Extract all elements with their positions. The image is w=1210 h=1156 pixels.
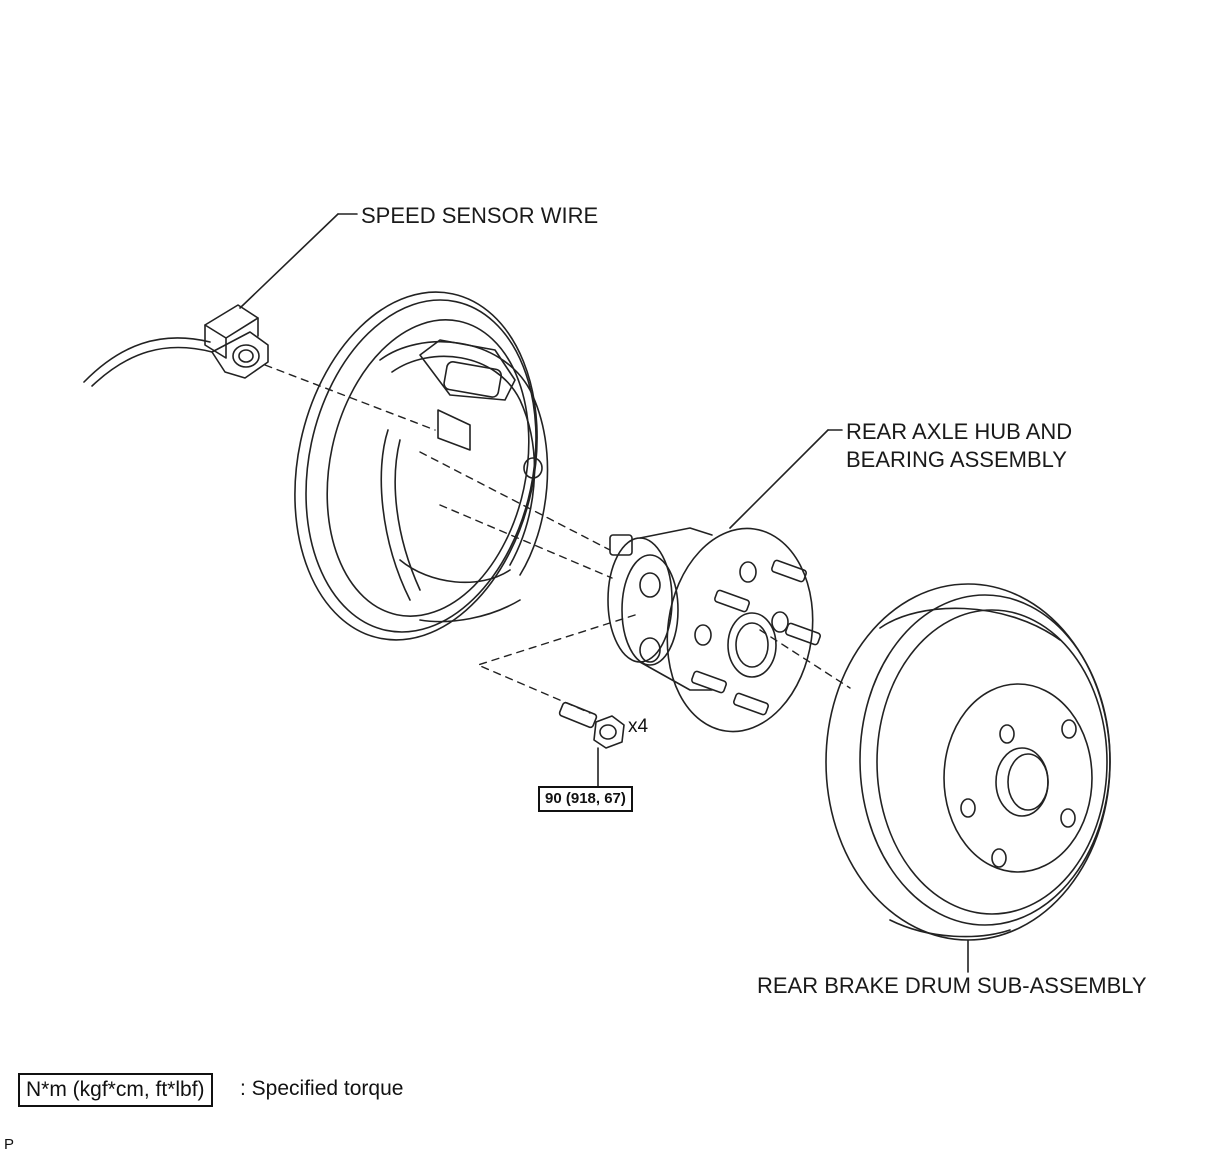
- label-speed-sensor-wire: SPEED SENSOR WIRE: [361, 203, 599, 228]
- label-hub-line2: BEARING ASSEMBLY: [846, 447, 1067, 472]
- corner-mark: P: [4, 1136, 15, 1153]
- legend-description: : Specified torque: [240, 1077, 404, 1100]
- label-brake-drum: REAR BRAKE DRUM SUB-ASSEMBLY: [757, 973, 1147, 998]
- backing-plate: [294, 291, 549, 641]
- legend-unit-box: N*m (kgf*cm, ft*lbf): [18, 1073, 213, 1107]
- bolt-quantity: x4: [628, 716, 649, 737]
- speed-sensor-connector: [83, 213, 358, 387]
- label-hub-line1: REAR AXLE HUB AND: [846, 419, 1073, 444]
- hub-bearing-assembly: [607, 429, 843, 733]
- hub-bolt: [558, 701, 625, 787]
- hub-studs: [691, 559, 821, 716]
- torque-spec-box: 90 (918, 67): [538, 786, 633, 812]
- brake-drum: [825, 583, 1111, 973]
